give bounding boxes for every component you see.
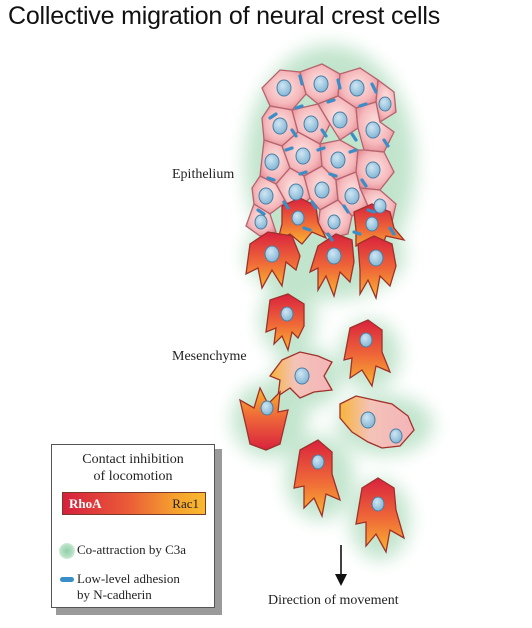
c3a-halo-swatch (59, 543, 75, 559)
migrating-cells (239, 293, 415, 554)
coattraction-label: Co-attraction by C3a (77, 542, 187, 557)
adhesion-label: Low-level adhesion by N-cadherin (77, 571, 180, 603)
cell-nuclei (254, 75, 403, 512)
legend-title: Contact inhibition of locomotion (52, 451, 214, 485)
direction-arrow (335, 545, 347, 586)
adhesion-label-line2: by N-cadherin (77, 587, 152, 602)
rac1-label: Rac1 (172, 496, 199, 511)
legend-box: Contact inhibition of locomotion RhoA Ra… (51, 444, 215, 608)
label-direction-of-movement: Direction of movement (268, 593, 399, 608)
rhoa-label: RhoA (69, 496, 102, 511)
legend-title-line1: Contact inhibition (82, 452, 184, 467)
adhesion-dash-swatch (60, 577, 74, 582)
label-mesenchyme: Mesenchyme (172, 349, 247, 364)
n-cadherin-adhesions (256, 74, 396, 242)
legend-title-line2: of locomotion (93, 469, 173, 484)
adhesion-label-line1: Low-level adhesion (77, 571, 180, 586)
figure-title: Collective migration of neural crest cel… (8, 2, 441, 30)
rhoa-rac1-gradient-bar: RhoA Rac1 (62, 492, 206, 515)
label-epithelium: Epithelium (172, 167, 235, 182)
